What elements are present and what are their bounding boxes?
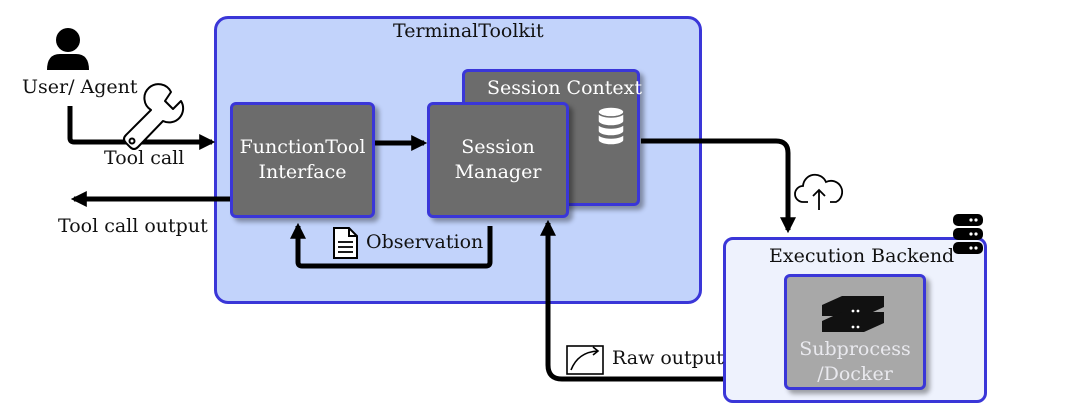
- session-context-title: Session Context: [487, 77, 642, 99]
- execution-backend-title: Execution Backend: [769, 245, 955, 267]
- observation-arrow: [289, 222, 493, 269]
- function-tool-label-1: FunctionTool: [239, 136, 366, 158]
- function-tool-interface-box: FunctionTool Interface: [230, 102, 375, 218]
- session-manager-label-1: Session: [461, 136, 535, 158]
- chart-curve-icon: [566, 345, 604, 375]
- subprocess-docker-box: Subprocess /Docker: [784, 274, 926, 390]
- session-manager-box: Session Manager: [427, 102, 569, 218]
- tool-call-output-label: Tool call output: [58, 215, 208, 237]
- function-tool-label-2: Interface: [258, 161, 347, 183]
- context-to-backend-arrow: [641, 138, 797, 234]
- raw-output-arrow: [539, 219, 723, 382]
- server-stack-icon: [953, 214, 983, 254]
- subprocess-label-1: Subprocess: [799, 338, 911, 360]
- wrench-icon: [123, 83, 185, 150]
- server-icon: [822, 296, 884, 332]
- terminal-toolkit-title: TerminalToolkit: [393, 20, 544, 42]
- subprocess-label-2: /Docker: [817, 363, 893, 385]
- tool-call-arrow: [67, 106, 216, 151]
- raw-output-label: Raw output: [612, 347, 724, 369]
- database-icon: [597, 106, 625, 146]
- cloud-upload-icon: [794, 173, 844, 210]
- user-icon: [47, 28, 89, 70]
- observation-label: Observation: [366, 231, 484, 253]
- document-icon: [333, 227, 358, 259]
- tool-call-label: Tool call: [104, 147, 185, 169]
- session-manager-label-2: Manager: [454, 161, 542, 183]
- user-agent-label: User/ Agent: [22, 76, 138, 98]
